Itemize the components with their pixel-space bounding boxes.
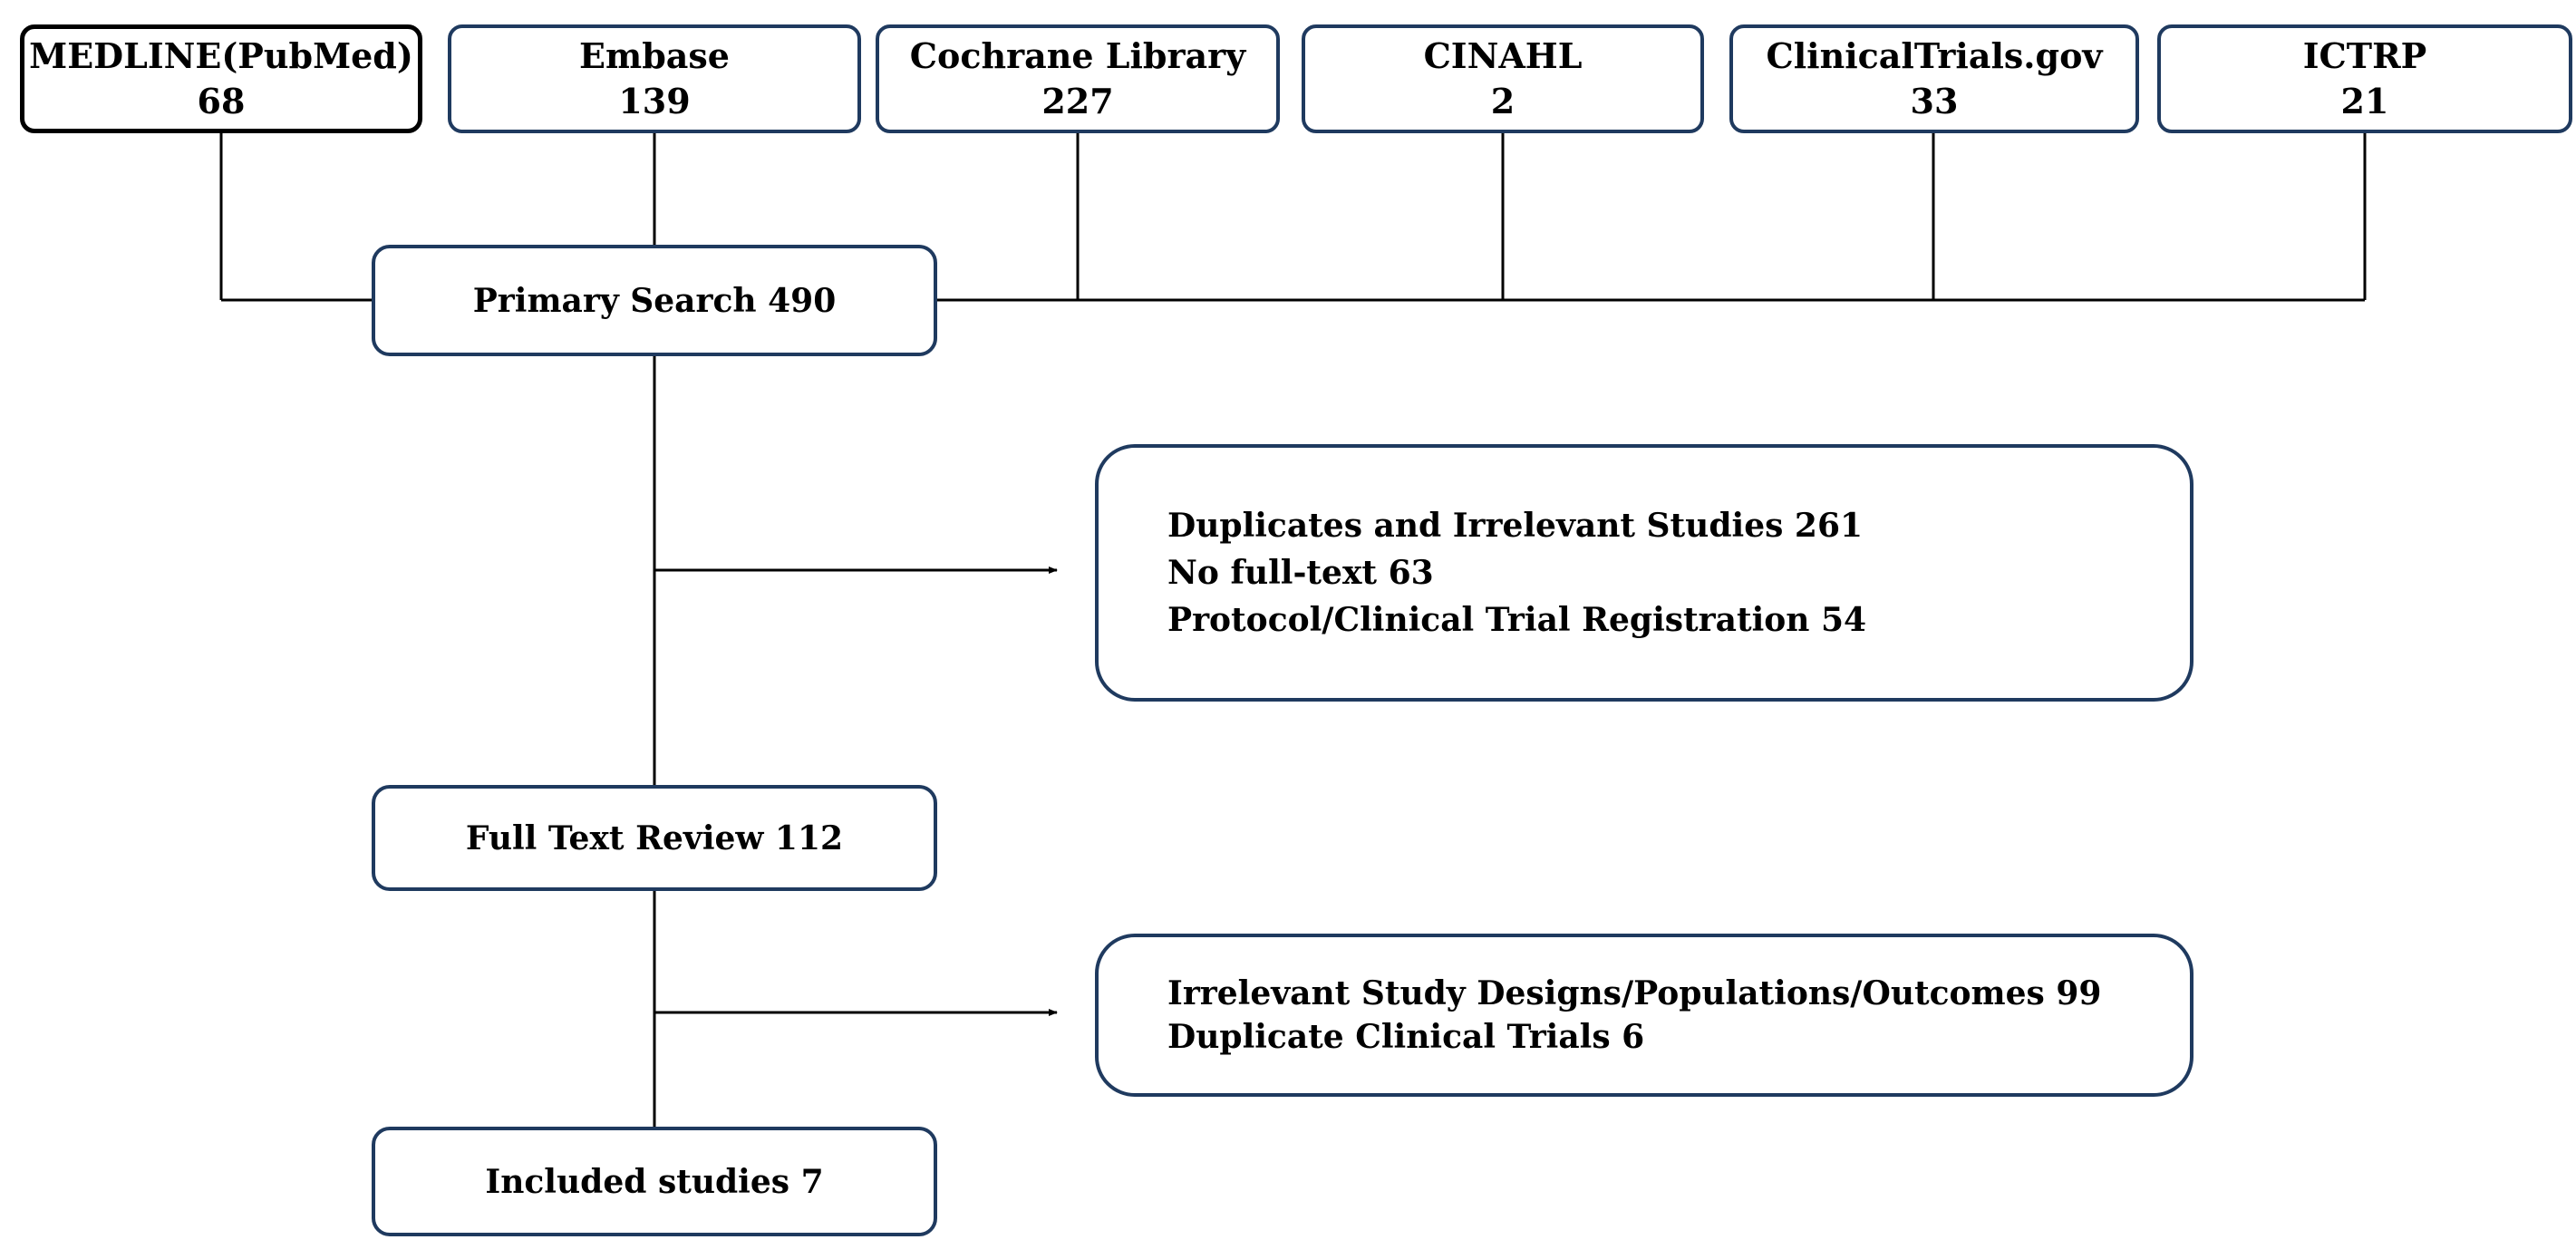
primary-search-box: Primary Search 490 bbox=[372, 245, 937, 356]
source-box-medline: MEDLINE(PubMed) 68 bbox=[20, 24, 422, 133]
source-name: ICTRP bbox=[2302, 35, 2427, 76]
source-count: 33 bbox=[1910, 81, 1959, 121]
source-count: 139 bbox=[618, 81, 691, 121]
source-name: Cochrane Library bbox=[909, 35, 1246, 76]
full-text-review-box: Full Text Review 112 bbox=[372, 785, 937, 891]
source-name: CINAHL bbox=[1423, 35, 1583, 76]
source-count: 68 bbox=[197, 81, 246, 121]
source-box-cinahl: CINAHL 2 bbox=[1302, 24, 1704, 133]
exclusion-box-2: Irrelevant Study Designs/Populations/Out… bbox=[1095, 934, 2193, 1097]
source-box-cochrane: Cochrane Library 227 bbox=[876, 24, 1280, 133]
exclusion-list-1: Duplicates and Irrelevant Studies 261 No… bbox=[1099, 502, 1866, 644]
source-count: 227 bbox=[1041, 81, 1114, 121]
source-count: 2 bbox=[1490, 81, 1516, 121]
source-box-clinicaltrials: ClinicalTrials.gov 33 bbox=[1729, 24, 2139, 133]
source-box-ictrp: ICTRP 21 bbox=[2157, 24, 2572, 133]
primary-search-label: Primary Search 490 bbox=[472, 281, 837, 320]
included-studies-box: Included studies 7 bbox=[372, 1127, 937, 1236]
full-text-review-label: Full Text Review 112 bbox=[465, 818, 844, 857]
source-count: 21 bbox=[2340, 81, 2389, 121]
exclusion-box-1: Duplicates and Irrelevant Studies 261 No… bbox=[1095, 444, 2193, 702]
exclusion-list-2: Irrelevant Study Designs/Populations/Out… bbox=[1099, 972, 2101, 1059]
source-name: ClinicalTrials.gov bbox=[1766, 35, 2103, 76]
exclusion-reason: Duplicates and Irrelevant Studies 261 bbox=[1167, 507, 1864, 545]
source-name: MEDLINE(PubMed) bbox=[29, 35, 413, 76]
included-studies-label: Included studies 7 bbox=[485, 1162, 824, 1201]
exclusion-reason: Duplicate Clinical Trials 6 bbox=[1167, 1018, 1645, 1056]
source-name: Embase bbox=[579, 35, 730, 76]
exclusion-reason: Protocol/Clinical Trial Registration 54 bbox=[1167, 601, 1867, 639]
source-box-embase: Embase 139 bbox=[448, 24, 861, 133]
exclusion-reason: No full-text 63 bbox=[1167, 554, 1434, 592]
exclusion-reason: Irrelevant Study Designs/Populations/Out… bbox=[1167, 974, 2102, 1012]
